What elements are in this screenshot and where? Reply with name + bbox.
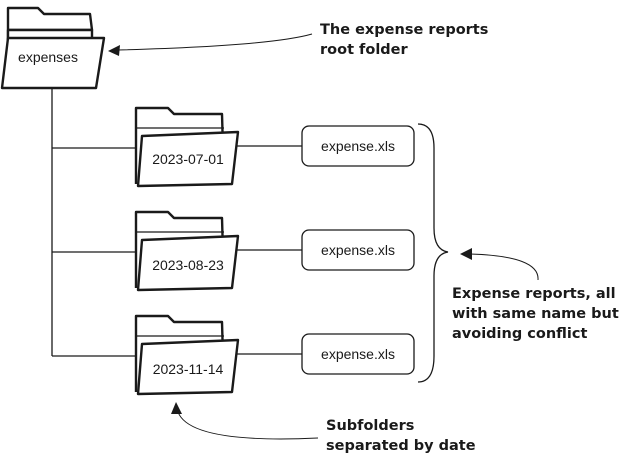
root-folder-label: expenses	[18, 49, 78, 65]
file-box-3: expense.xls	[301, 333, 415, 375]
root-note: The expense reports root folder	[320, 22, 493, 58]
folder-icon	[136, 130, 240, 188]
root-folder: expenses	[0, 6, 106, 90]
reports-callout-arrow	[469, 253, 539, 281]
folder-icon	[136, 338, 240, 396]
reports-note: Expense reports, all with same name but …	[452, 286, 620, 342]
folder-icon	[136, 234, 240, 292]
file-group-brace	[417, 123, 449, 383]
subfolder-2023-08-23: 2023-08-23	[134, 210, 240, 292]
subfolder-label: 2023-08-23	[152, 257, 224, 273]
arrowhead-icon	[460, 248, 472, 260]
file-icon	[301, 229, 415, 271]
file-box-2: expense.xls	[301, 229, 415, 271]
file-box-1: expense.xls	[301, 125, 415, 167]
file-icon	[301, 333, 415, 375]
file-label: expense.xls	[321, 138, 395, 154]
folder-icon	[0, 36, 106, 90]
arrowhead-icon	[171, 402, 182, 414]
subfolder-2023-07-01: 2023-07-01	[134, 106, 240, 188]
subfolders-callout-arrow	[177, 411, 319, 440]
subfolder-label: 2023-11-14	[153, 361, 224, 377]
root-callout-arrow	[117, 33, 313, 51]
tree-lines	[51, 88, 302, 357]
arrowhead-icon	[108, 45, 120, 56]
file-label: expense.xls	[321, 242, 395, 258]
subfolders-note: Subfolders separated by date	[326, 418, 476, 454]
file-icon	[301, 125, 415, 167]
subfolder-2023-11-14: 2023-11-14	[134, 314, 240, 396]
file-label: expense.xls	[321, 346, 395, 362]
subfolder-label: 2023-07-01	[152, 151, 224, 167]
